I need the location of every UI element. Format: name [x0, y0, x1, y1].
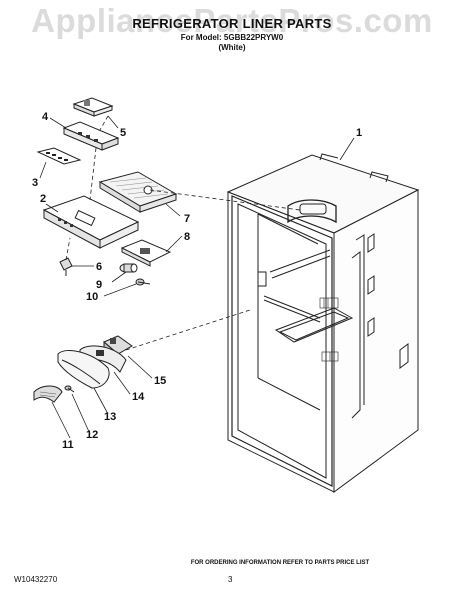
color-line: (White) — [218, 43, 246, 52]
part-11-trim — [33, 385, 63, 403]
part-6-clip — [59, 257, 73, 276]
callout-10: 10 — [86, 291, 98, 303]
page-title: REFRIGERATOR LINER PARTS — [132, 16, 332, 31]
part-9-socket — [119, 263, 138, 273]
callout-12: 12 — [86, 429, 98, 441]
ordering-note: FOR ORDERING INFORMATION REFER TO PARTS … — [190, 560, 370, 566]
callout-1: 1 — [356, 127, 362, 139]
callout-7: 7 — [184, 213, 190, 225]
callout-9: 9 — [96, 279, 102, 291]
part-8-holder — [120, 239, 172, 267]
part-4-strip — [62, 121, 120, 151]
callout-15: 15 — [154, 375, 166, 387]
leader-lines — [39, 115, 355, 439]
liner-part-1 — [226, 153, 420, 493]
guide-lines — [65, 115, 301, 351]
callout-labels: 1 2 3 4 5 6 7 8 9 10 11 12 13 14 15 — [32, 111, 362, 451]
callout-8: 8 — [184, 231, 190, 243]
callout-13: 13 — [104, 411, 116, 423]
callout-5: 5 — [120, 127, 126, 139]
callout-11: 11 — [62, 439, 74, 451]
part-3-label — [36, 147, 82, 165]
document-number: W10432270 — [14, 575, 58, 584]
callout-2: 2 — [40, 193, 46, 205]
part-10-screw — [135, 278, 151, 286]
part-7-light-cover — [98, 171, 178, 213]
model-line: For Model: 5GBB22PRYW0 — [180, 33, 284, 42]
page-number: 3 — [228, 575, 233, 584]
callout-4: 4 — [42, 111, 49, 123]
part-5-bracket — [72, 97, 114, 117]
part-13-lens-cover — [57, 350, 110, 389]
part-12-screw — [64, 385, 75, 393]
callout-6: 6 — [96, 261, 102, 273]
part-2-housing — [42, 195, 140, 249]
callout-14: 14 — [132, 391, 145, 403]
callout-3: 3 — [32, 177, 38, 189]
